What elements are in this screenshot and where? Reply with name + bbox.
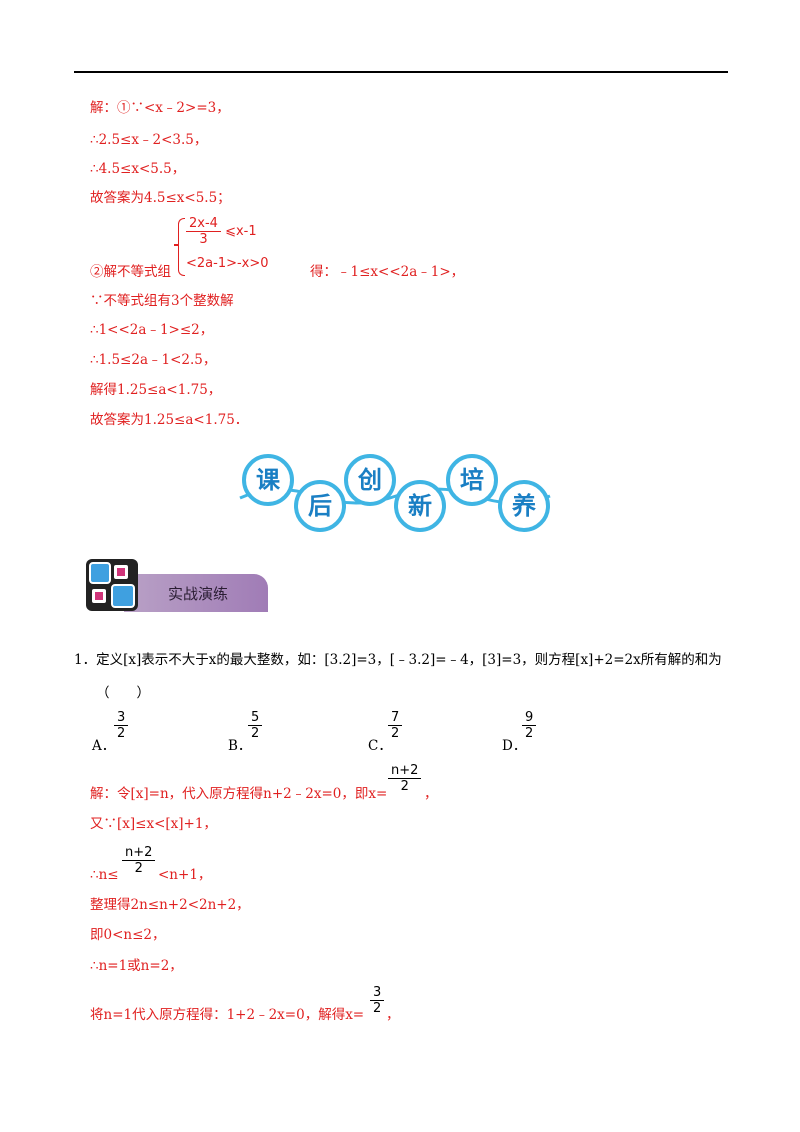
option-c-den: 2 bbox=[388, 725, 403, 741]
option-c-num: 7 bbox=[391, 710, 400, 725]
question1-stem: 1．定义[x]表示不大于x的最大整数，如：[3.2]=3，[﹣3.2]=﹣4，[… bbox=[74, 652, 722, 668]
solution2-line3-fraction: n+2 2 bbox=[122, 845, 156, 876]
banner-bubble-6: 养 bbox=[498, 480, 550, 532]
system-brace-tip bbox=[174, 244, 179, 246]
banner-bubble-5: 培 bbox=[446, 454, 498, 506]
section-title: 实战演练 bbox=[168, 585, 229, 603]
solution2-line7-suffix: ， bbox=[386, 1007, 400, 1023]
system-fraction-num: 2x-4 bbox=[189, 216, 218, 231]
solution1-line3: ∴4.5≤x<5.5， bbox=[90, 161, 186, 177]
solution2-line1-fraction: n+2 2 bbox=[388, 763, 422, 794]
system-line1-rest: ⩽x-1 bbox=[225, 224, 257, 239]
option-a-fraction: 3 2 bbox=[114, 710, 129, 741]
solution2-line6: ∴n=1或n=2， bbox=[90, 958, 183, 974]
banner-char-6: 养 bbox=[511, 492, 536, 520]
solution1-line4: 故答案为4.5≤x<5.5； bbox=[90, 190, 231, 206]
solution2-line1-den: 2 bbox=[388, 778, 422, 794]
solution1-line8: ∴1.5≤2a﹣1<2.5， bbox=[90, 352, 217, 368]
banner-char-4: 新 bbox=[408, 492, 432, 520]
option-c-label: C． bbox=[368, 738, 392, 754]
option-d-label: D． bbox=[502, 738, 527, 754]
system-fraction-den: 3 bbox=[186, 231, 221, 247]
system-fraction: 2x-4 3 bbox=[186, 216, 221, 247]
option-a-den: 2 bbox=[114, 725, 129, 741]
solution2-line3-num: n+2 bbox=[125, 845, 153, 860]
option-d-den: 2 bbox=[522, 725, 537, 741]
banner-bubble-4: 新 bbox=[394, 480, 446, 532]
solution1-line2: ∴2.5≤x﹣2<3.5， bbox=[90, 132, 208, 148]
banner-char-1: 课 bbox=[256, 466, 281, 494]
solution2-line7-prefix: 将n=1代入原方程得：1+2﹣2x=0，解得x= bbox=[90, 1007, 365, 1023]
banner-bubble-1: 课 bbox=[242, 454, 294, 506]
solution2-line5: 即0<n≤2， bbox=[90, 927, 166, 943]
solution2-line1-num: n+2 bbox=[391, 763, 419, 778]
solution2-line3-den: 2 bbox=[122, 860, 156, 876]
section-squares-icon bbox=[86, 559, 138, 611]
option-c-fraction: 7 2 bbox=[388, 710, 403, 741]
system-line1: 2x-4 3 ⩽x-1 bbox=[186, 216, 257, 247]
option-a-label: A． bbox=[92, 738, 116, 754]
header-rule bbox=[74, 71, 728, 73]
solution2-line2: 又∵[x]≤x<[x]+1， bbox=[90, 816, 217, 832]
option-d-num: 9 bbox=[525, 710, 534, 725]
solution1-line6: ∵不等式组有3个整数解 bbox=[90, 293, 234, 309]
solution2-line7-fraction: 3 2 bbox=[370, 985, 385, 1016]
option-b-label: B． bbox=[228, 738, 252, 754]
question1-paren: （ ） bbox=[96, 685, 150, 701]
solution2-line1-suffix: ， bbox=[424, 786, 438, 802]
banner-bubble-2: 后 bbox=[294, 480, 346, 532]
system-line2: <2a-1>-x>0 bbox=[186, 256, 269, 271]
solution1-line9: 解得1.25≤a<1.75， bbox=[90, 382, 222, 398]
banner-char-3: 创 bbox=[357, 466, 382, 494]
system-brace bbox=[178, 218, 185, 276]
solution2-line1-prefix: 解：令[x]=n，代入原方程得n+2﹣2x=0，即x= bbox=[90, 786, 388, 802]
solution1-line5-suffix: 得：﹣1≤x<<2a﹣1>， bbox=[310, 264, 465, 280]
solution2-line7-den: 2 bbox=[370, 1000, 385, 1016]
solution1-line5-prefix: ②解不等式组 bbox=[90, 264, 171, 280]
after-class-banner: 课 后 创 新 培 养 bbox=[239, 454, 551, 532]
option-b-num: 5 bbox=[251, 710, 260, 725]
banner-bubble-3: 创 bbox=[344, 454, 396, 506]
solution2-line3-suffix: <n+1， bbox=[158, 867, 212, 883]
solution1-line1: 解：①∵<x﹣2>=3， bbox=[90, 100, 230, 116]
option-b-den: 2 bbox=[248, 725, 263, 741]
banner-char-2: 后 bbox=[308, 492, 332, 520]
solution2-line7-num: 3 bbox=[373, 985, 382, 1000]
banner-char-5: 培 bbox=[460, 466, 484, 494]
solution1-line10: 故答案为1.25≤a<1.75． bbox=[90, 412, 249, 428]
solution2-line4: 整理得2n≤n+2<2n+2， bbox=[90, 897, 250, 913]
section-header-bar: 实战演练 bbox=[124, 574, 268, 612]
option-a-num: 3 bbox=[117, 710, 126, 725]
solution1-line7: ∴1<<2a﹣1>≤2， bbox=[90, 322, 214, 338]
solution2-line3-prefix: ∴n≤ bbox=[90, 867, 119, 883]
option-d-fraction: 9 2 bbox=[522, 710, 537, 741]
option-b-fraction: 5 2 bbox=[248, 710, 263, 741]
